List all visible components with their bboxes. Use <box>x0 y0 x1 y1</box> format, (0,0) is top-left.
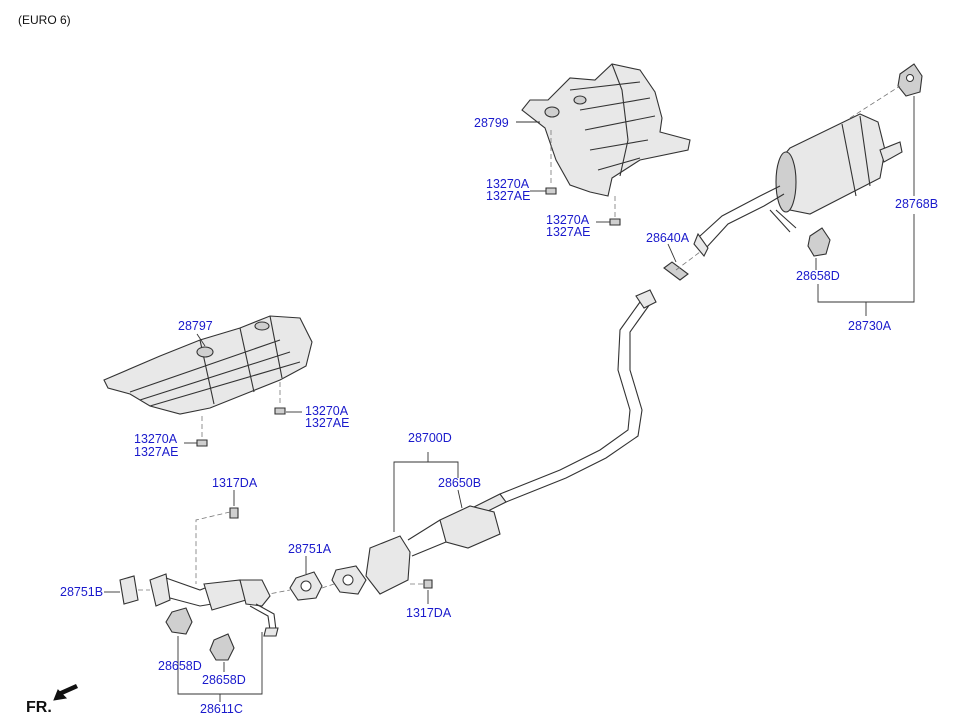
hanger-rubber-28658D-right <box>807 227 831 257</box>
direction-label: FR. <box>26 699 52 716</box>
nut-1317DA-2 <box>423 579 433 589</box>
label-28751A: 28751A <box>288 542 332 556</box>
label-13270A-3: 13270A <box>305 404 349 418</box>
label-28768B: 28768B <box>895 197 938 211</box>
nut-13270A-3 <box>274 407 286 415</box>
variant-label: (EURO 6) <box>18 13 71 27</box>
heat-shield-lower <box>103 315 313 415</box>
gasket-28751B <box>119 575 139 605</box>
label-28751B: 28751B <box>60 585 103 599</box>
label-28650B: 28650B <box>438 476 481 490</box>
label-13270A-2: 13270A <box>546 213 590 227</box>
label-13270A-1: 13270A <box>486 177 530 191</box>
nut-1317DA-1 <box>229 507 239 519</box>
front-pipe <box>149 573 279 637</box>
front-arrow-shaft <box>58 684 78 696</box>
center-pipe <box>499 301 641 495</box>
label-28640A: 28640A <box>646 231 690 245</box>
label-13270A-4: 13270A <box>134 432 178 446</box>
label-28799: 28799 <box>474 116 509 130</box>
label-28658D-left2: 28658D <box>202 673 246 687</box>
label-1317DA-1: 1317DA <box>212 476 258 490</box>
label-1317DA-2: 1317DA <box>406 606 452 620</box>
label-28797: 28797 <box>178 319 213 333</box>
rear-muffler <box>693 63 923 257</box>
label-28611C: 28611C <box>200 702 243 716</box>
catalytic-converter <box>331 493 507 595</box>
label-28700D: 28700D <box>408 431 452 445</box>
nut-13270A-1 <box>545 187 557 195</box>
label-28658D-right: 28658D <box>796 269 840 283</box>
label-28658D-left1: 28658D <box>158 659 202 673</box>
hanger-rubber-28658D-left2 <box>209 633 235 661</box>
label-1327AE-3: 1327AE <box>305 416 349 430</box>
label-1327AE-4: 1327AE <box>134 445 178 459</box>
gasket-28640A <box>663 261 689 281</box>
label-28730A: 28730A <box>848 319 892 333</box>
hanger-rubber-28658D-left1 <box>165 607 193 635</box>
label-1327AE-2: 1327AE <box>546 225 590 239</box>
nut-13270A-2 <box>609 218 621 226</box>
nut-13270A-4 <box>196 439 208 447</box>
label-1327AE-1: 1327AE <box>486 189 530 203</box>
heat-shield-upper <box>521 63 691 197</box>
